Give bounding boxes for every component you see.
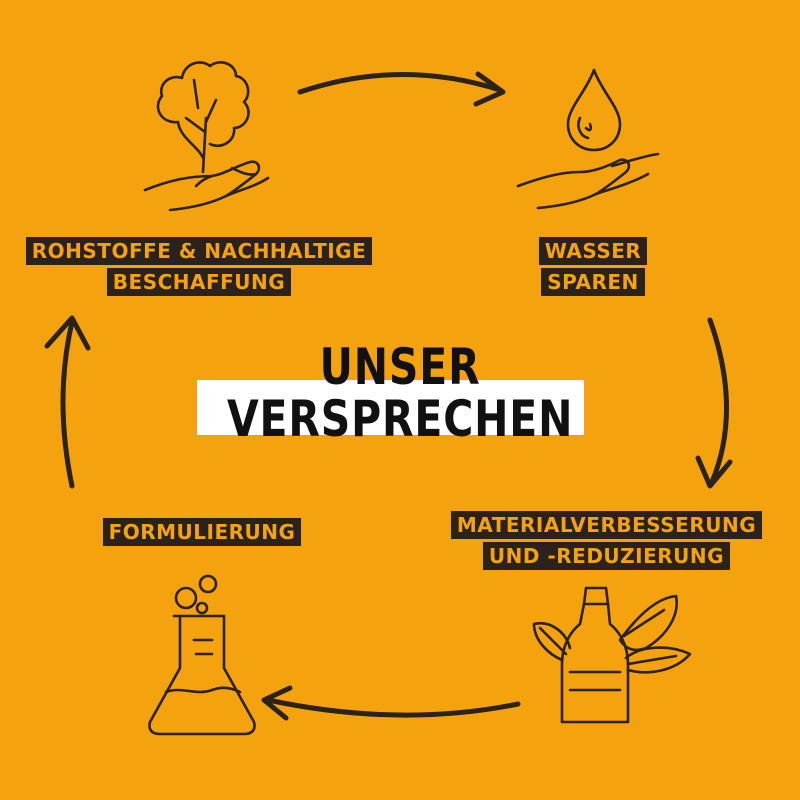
label-wasser-line-1: WASSER — [538, 237, 648, 265]
label-rohstoffe-line-2: BESCHAFFUNG — [106, 268, 292, 296]
label-wasser: WASSER SPAREN — [535, 237, 651, 296]
label-rohstoffe: ROHSTOFFE & NACHHALTIGE BESCHAFFUNG — [25, 237, 373, 296]
title-line-1: UNSER — [319, 338, 481, 396]
title-highlight-box — [197, 380, 584, 435]
label-formulierung-line-1: FORMULIERUNG — [102, 518, 302, 546]
label-material: MATERIALVERBESSERUNG UND -REDUZIERUNG — [445, 511, 768, 570]
diagram-title: UNSER VERSPRECHEN — [0, 341, 800, 445]
water-drop-in-hand-icon — [516, 68, 660, 210]
arrow-right-down — [695, 317, 733, 489]
label-formulierung: FORMULIERUNG — [102, 518, 302, 546]
arrow-bottom-left — [261, 685, 521, 721]
label-wasser-line-2: SPAREN — [541, 268, 645, 296]
arrow-top-right — [297, 71, 506, 107]
title-line-2: VERSPRECHEN — [226, 390, 574, 448]
lab-flask-icon — [148, 574, 256, 736]
bottle-with-leaves-icon — [532, 586, 692, 724]
arrow-left-up — [44, 315, 91, 489]
label-material-line-1: MATERIALVERBESSERUNG — [450, 511, 763, 539]
label-material-line-2: UND -REDUZIERUNG — [482, 542, 731, 570]
tree-in-hand-icon — [143, 61, 270, 212]
label-rohstoffe-line-1: ROHSTOFFE & NACHHALTIGE — [25, 237, 373, 265]
